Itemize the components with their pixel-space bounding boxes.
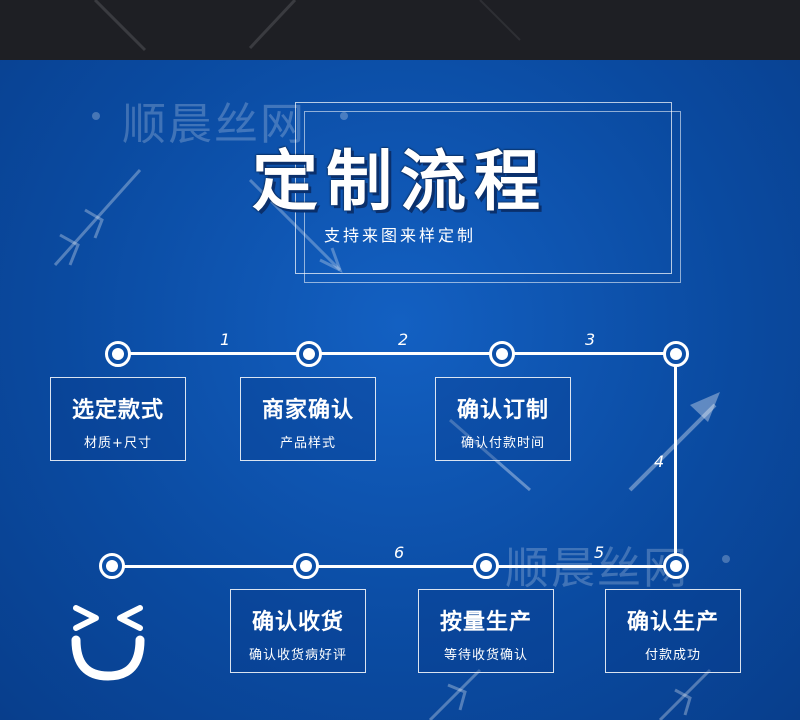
step-card: 商家确认 产品样式 — [240, 377, 376, 461]
step-subtitle: 付款成功 — [644, 648, 701, 663]
step-subtitle: 确认付款时间 — [460, 436, 545, 451]
arrow-icon — [53, 168, 142, 267]
flow-node — [663, 341, 689, 367]
step-card: 确认收货 确认收货病好评 — [230, 589, 366, 673]
watermark: 顺晨丝网 — [505, 543, 689, 594]
step-subtitle: 等待收货确认 — [443, 648, 528, 663]
flow-line-top — [118, 352, 676, 355]
flow-line-bottom — [112, 565, 676, 568]
flow-node — [293, 553, 319, 579]
flow-node — [473, 553, 499, 579]
step-title: 确认生产 — [626, 610, 719, 635]
flow-node — [663, 553, 689, 579]
arrow-icon — [449, 392, 720, 492]
flow-node — [296, 341, 322, 367]
watermark-dot — [340, 112, 348, 120]
step-number: 3 — [585, 330, 596, 349]
watermark: 顺晨丝网 — [122, 99, 306, 150]
step-number: 4 — [654, 452, 665, 471]
flow-node — [489, 341, 515, 367]
smiley-face-icon — [71, 605, 145, 681]
page-subtitle: 支持来图来样定制 — [323, 226, 476, 245]
step-card: 确认订制 确认付款时间 — [435, 377, 571, 461]
step-title: 按量生产 — [439, 610, 532, 635]
step-number: 1 — [220, 330, 231, 349]
arrow-icon — [428, 668, 712, 720]
step-number: 6 — [394, 543, 405, 562]
step-card: 选定款式 材质+尺寸 — [50, 377, 186, 461]
step-card: 按量生产 等待收货确认 — [418, 589, 554, 673]
watermark-dot — [92, 112, 100, 120]
step-subtitle: 确认收货病好评 — [248, 648, 347, 663]
top-bar-decor — [93, 0, 521, 52]
step-title: 选定款式 — [71, 398, 164, 423]
flow-line-right — [674, 352, 677, 566]
watermark-dot — [722, 555, 730, 563]
title-frame-outer — [295, 102, 672, 274]
step-title: 商家确认 — [261, 398, 354, 423]
step-subtitle: 产品样式 — [279, 436, 336, 451]
step-card: 确认生产 付款成功 — [605, 589, 741, 673]
background-arrows — [53, 168, 720, 720]
top-bar — [0, 0, 800, 60]
page-title: 定制流程 — [252, 143, 548, 220]
step-title: 确认订制 — [456, 398, 549, 423]
step-subtitle: 材质+尺寸 — [84, 436, 152, 451]
flow-node — [99, 553, 125, 579]
step-number: 5 — [594, 543, 605, 562]
step-number: 2 — [398, 330, 409, 349]
title-frame-inner — [304, 111, 681, 283]
flow-node — [105, 341, 131, 367]
step-title: 确认收货 — [251, 610, 344, 635]
